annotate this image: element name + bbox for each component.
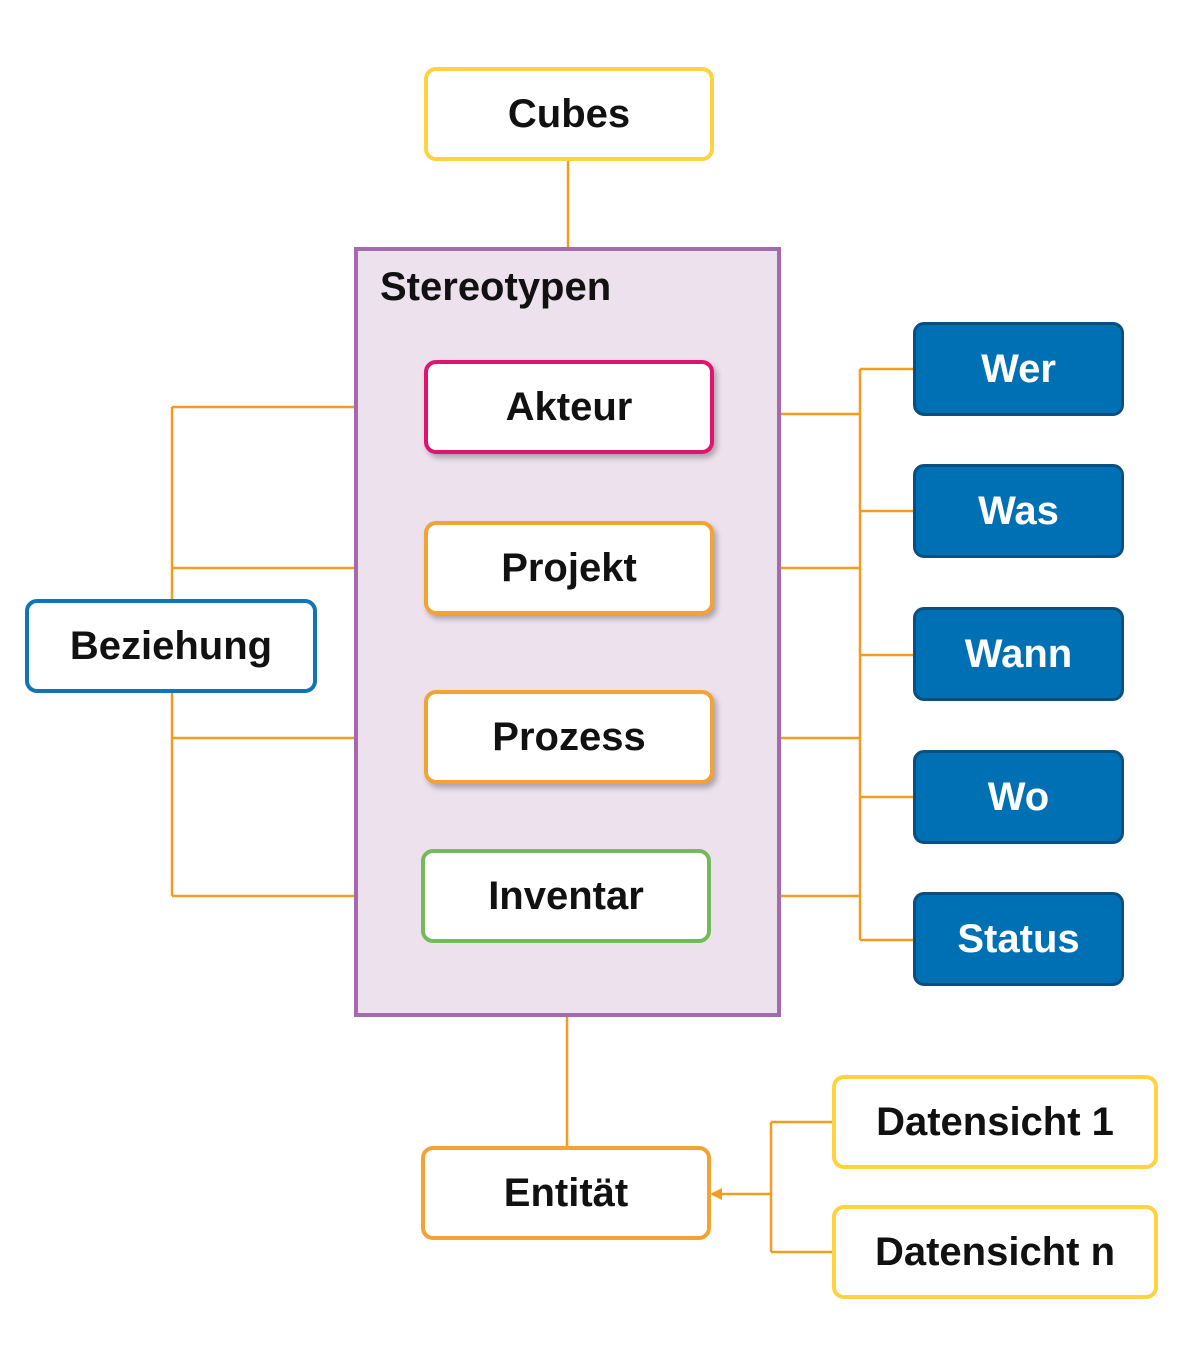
status-box[interactable]: Status — [913, 892, 1124, 986]
wer-box[interactable]: Wer — [913, 322, 1124, 416]
datensicht-n-label: Datensicht n — [874, 1230, 1116, 1274]
was-label: Was — [978, 489, 1059, 533]
cubes-label: Cubes — [507, 92, 631, 136]
entitaet-box[interactable]: Entität — [421, 1146, 711, 1240]
beziehung-label: Beziehung — [69, 624, 273, 668]
datensicht-1-label: Datensicht 1 — [876, 1100, 1114, 1144]
datensicht-n-box[interactable]: Datensicht n — [832, 1205, 1158, 1299]
prozess-box[interactable]: Prozess — [424, 690, 714, 784]
projekt-label: Projekt — [501, 546, 637, 590]
inventar-label: Inventar — [488, 874, 644, 918]
datensicht-1-box[interactable]: Datensicht 1 — [832, 1075, 1158, 1169]
wann-label: Wann — [964, 632, 1073, 676]
wann-box[interactable]: Wann — [913, 607, 1124, 701]
akteur-label: Akteur — [505, 385, 633, 429]
wer-label: Wer — [981, 347, 1056, 391]
stereotypen-title: Stereotypen — [380, 265, 612, 309]
status-label: Status — [957, 917, 1080, 961]
wo-box[interactable]: Wo — [913, 750, 1124, 844]
cubes-box[interactable]: Cubes — [424, 67, 714, 161]
prozess-label: Prozess — [492, 715, 646, 759]
beziehung-box[interactable]: Beziehung — [25, 599, 317, 693]
inventar-box[interactable]: Inventar — [421, 849, 711, 943]
entitaet-label: Entität — [503, 1171, 629, 1215]
wo-label: Wo — [987, 775, 1050, 819]
projekt-box[interactable]: Projekt — [424, 521, 714, 615]
was-box[interactable]: Was — [913, 464, 1124, 558]
akteur-box[interactable]: Akteur — [424, 360, 714, 454]
